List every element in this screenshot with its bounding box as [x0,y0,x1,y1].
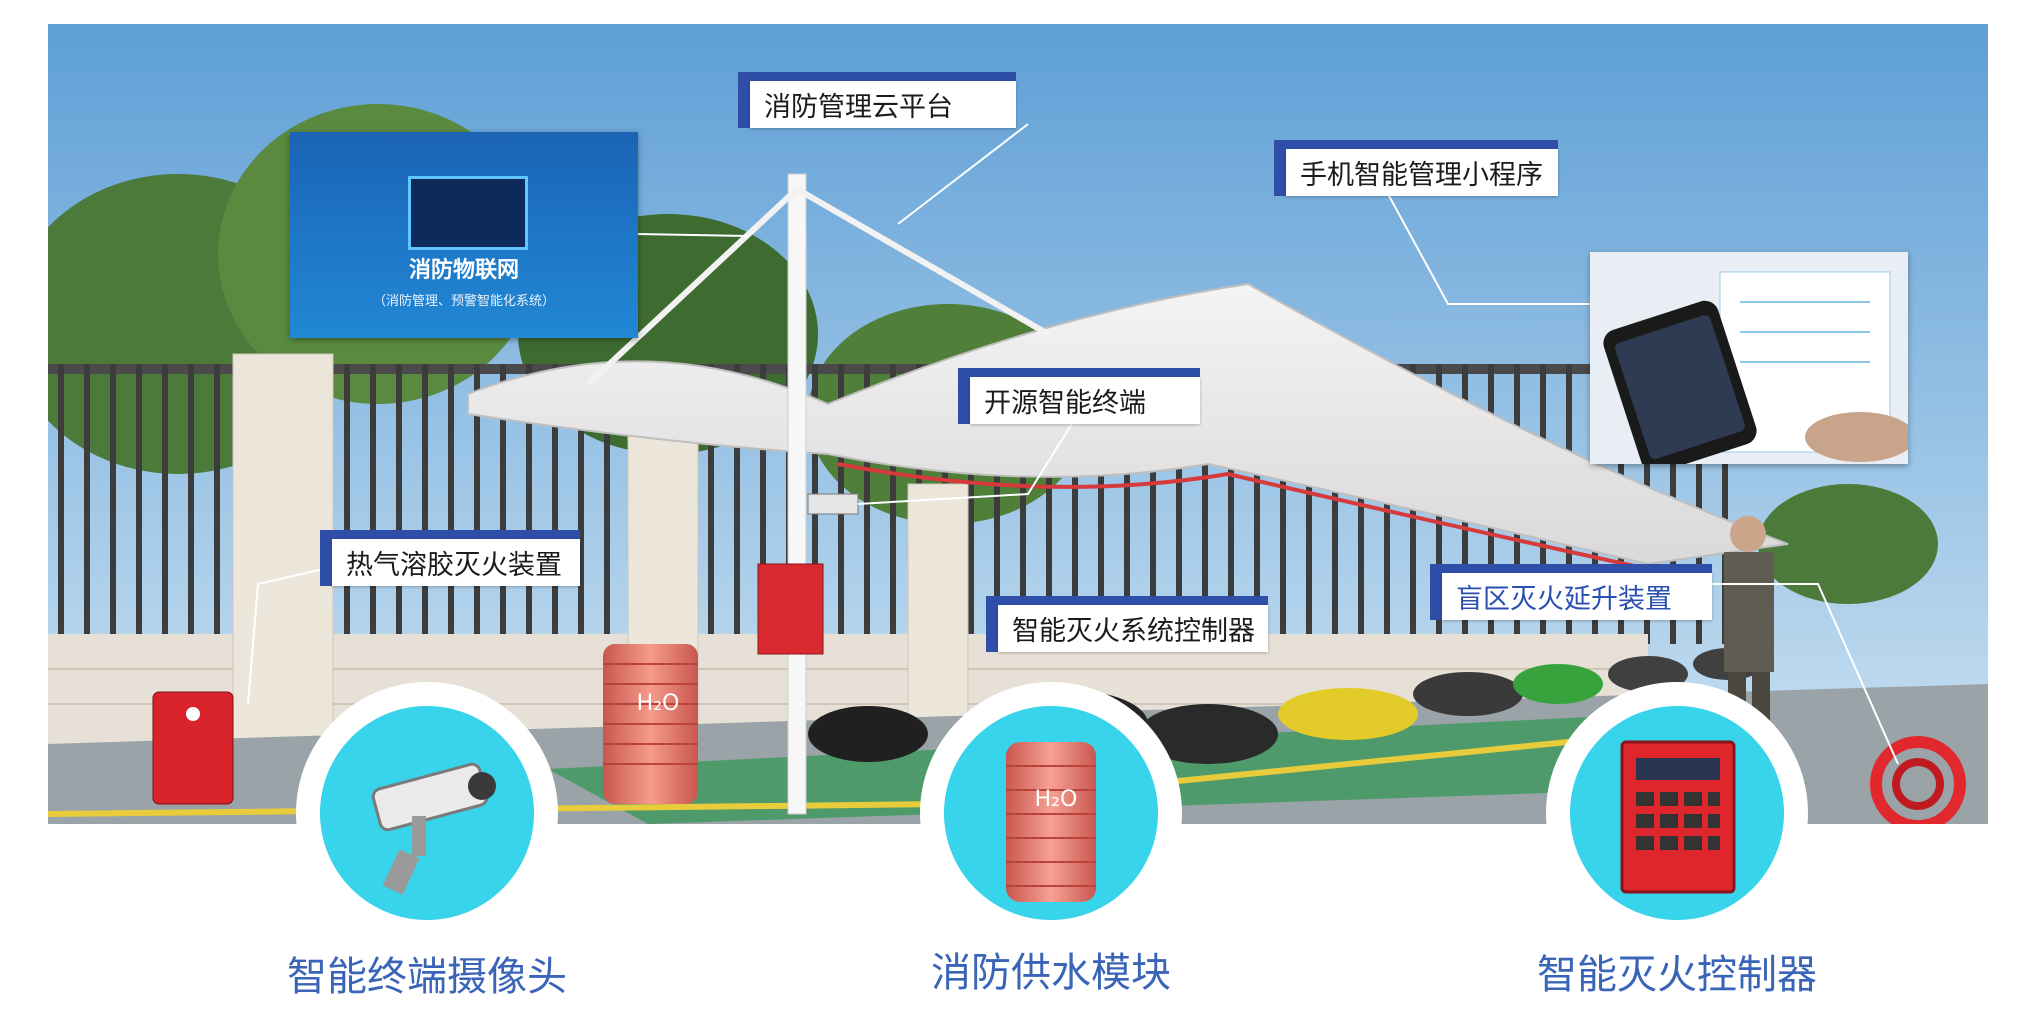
fence-bar [344,364,350,644]
callout-mobile-app: 手机智能管理小程序 [1274,140,1558,196]
fence-bar [734,364,740,644]
callout-label: 开源智能终端 [970,377,1200,424]
feature-circle-controller [1546,682,1808,944]
fence-bar [214,364,220,644]
fence-bar [474,364,480,644]
cylinder-label: H₂O [637,691,680,716]
fence-bar [396,364,402,644]
label-water-module: 消防供水模块 [931,950,1171,996]
leader-lines [247,123,1899,765]
fence-bar [188,364,194,644]
callout-cloud-platform: 消防管理云平台 [738,72,1016,128]
fence-bar [708,364,714,644]
cable [585,186,800,387]
iot-panel-title: 消防物联网 [408,257,519,283]
fence-bar [1254,364,1260,644]
fence-bar [604,364,610,644]
fence-bar [422,364,428,644]
canopy-red-strip [837,462,1649,571]
fence-bar [1306,364,1312,644]
cylinder-label: H₂O [1035,787,1078,812]
cable [795,186,1050,337]
phone-illustration [1590,252,1908,464]
aerosol-device [152,691,234,805]
fence-bar [890,364,896,644]
green-pavement [548,714,1808,824]
fence-bar [110,364,116,644]
pillar [907,483,969,745]
fence-bar [1202,364,1208,644]
fence-bar [370,364,376,644]
mast [787,173,807,815]
fence-bar [1150,364,1156,644]
wall-controller [757,563,824,655]
fence-bar [968,364,974,644]
fence-bar [162,364,168,644]
water-cylinder-icon: H₂O [1006,742,1096,902]
fence-bar [552,364,558,644]
callout-aerosol: 热气溶胶灭火装置 [320,530,580,586]
fence-bar [1176,364,1182,644]
mobile-app-photo [1590,252,1908,464]
fence-bar [1280,364,1286,644]
fence-bar [1098,364,1104,644]
camera-icon [371,762,496,895]
callout-label: 智能灭火系统控制器 [998,605,1268,652]
canopy [467,282,1789,566]
pillar [232,353,334,745]
fence-bar [1696,364,1702,644]
fence-bar [1228,364,1234,644]
fire-controller-icon [1620,740,1736,894]
fence-bar [1722,364,1728,644]
fence-bar [1332,364,1338,644]
label-controller: 智能灭火控制器 [1537,952,1817,998]
fence-bar [1124,364,1130,644]
callout-system-controller: 智能灭火系统控制器 [986,596,1268,652]
fence-bar [500,364,506,644]
callout-label: 盲区灭火延升装置 [1442,573,1712,620]
fence-bar [526,364,532,644]
fence-bar [58,364,64,644]
pole-camera [807,493,859,515]
label-camera: 智能终端摄像头 [287,954,567,1000]
fence-bar [1020,364,1026,644]
water-cylinder: H₂O [603,644,698,804]
fence-bar [1072,364,1078,644]
iot-dashboard-panel: 消防物联网 （消防管理、预警智能化系统） [290,132,638,338]
fence-bar [578,364,584,644]
callout-label: 热气溶胶灭火装置 [332,539,580,586]
fence-bar [1046,364,1052,644]
fence-bar [994,364,1000,644]
fence-bar [136,364,142,644]
feature-circle-camera [296,682,558,944]
iot-panel-subtitle: （消防管理、预警智能化系统） [372,294,555,309]
callout-open-terminal: 开源智能终端 [958,368,1200,424]
monitor-icon [408,176,528,250]
hose-reel [1870,736,1966,824]
callout-blind-zone: 盲区灭火延升装置 [1430,564,1712,620]
fence-bar [448,364,454,644]
callout-label: 手机智能管理小程序 [1286,149,1558,196]
feature-circle-water-module: H₂O [920,682,1182,944]
callout-label: 消防管理云平台 [750,81,1016,128]
fence-bar [760,364,766,644]
fence-bar [84,364,90,644]
